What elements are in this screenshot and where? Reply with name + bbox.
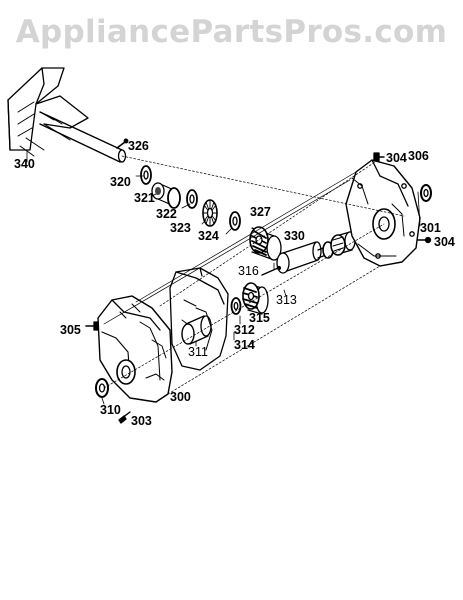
shaft-sleeve-330 (276, 241, 330, 274)
part-label-310: 310 (100, 403, 121, 417)
screw-icon (417, 236, 432, 244)
part-label-322: 322 (156, 207, 177, 221)
bearing-icon (322, 231, 356, 259)
thrust-bearing-icon (202, 199, 218, 227)
part-label-301: 301 (420, 221, 441, 235)
screw-icon (373, 152, 385, 162)
part-label-313: 313 (276, 293, 297, 307)
part-label-306: 306 (408, 149, 429, 163)
seal-icon (95, 378, 109, 398)
screw-icon (85, 321, 99, 331)
part-label-326: 326 (128, 139, 149, 153)
part-label-304-top: 304 (386, 151, 407, 165)
part-label-324: 324 (198, 229, 219, 243)
part-label-315: 315 (249, 311, 270, 325)
pin-icon (261, 265, 282, 276)
part-label-311: 311 (188, 345, 208, 359)
part-label-304-right: 304 (434, 235, 455, 249)
frame-bracket-340 (7, 67, 127, 163)
gear-housing-left-300 (97, 295, 173, 403)
part-label-300: 300 (170, 390, 191, 404)
screw-icon (116, 138, 129, 149)
alignment-axes (103, 155, 405, 395)
gear-icon (249, 226, 282, 261)
part-label-321: 321 (134, 191, 155, 205)
part-label-320: 320 (110, 175, 131, 189)
washer-icon (186, 189, 198, 209)
part-label-340: 340 (14, 157, 35, 171)
washer-icon (230, 297, 242, 315)
part-label-303: 303 (131, 414, 152, 428)
part-label-316: 316 (238, 264, 259, 278)
part-label-330: 330 (284, 229, 305, 243)
bearing-icon (151, 182, 181, 209)
part-label-314: 314 (234, 338, 255, 352)
screw-icon (118, 411, 131, 424)
gear-housing-right-301 (345, 159, 421, 267)
part-label-323: 323 (170, 221, 191, 235)
alignment-lines (103, 171, 357, 325)
leader-lines (26, 150, 421, 405)
gear-housing-center-314 (169, 267, 229, 371)
part-label-312: 312 (234, 323, 255, 337)
part-label-327: 327 (250, 205, 271, 219)
washer-icon (229, 211, 241, 231)
watermark: AppliancePartsPros.com (15, 14, 448, 50)
washer-icon (140, 165, 152, 185)
gear-icon (242, 282, 269, 315)
bearing-icon (420, 184, 432, 202)
part-label-305: 305 (60, 323, 81, 337)
